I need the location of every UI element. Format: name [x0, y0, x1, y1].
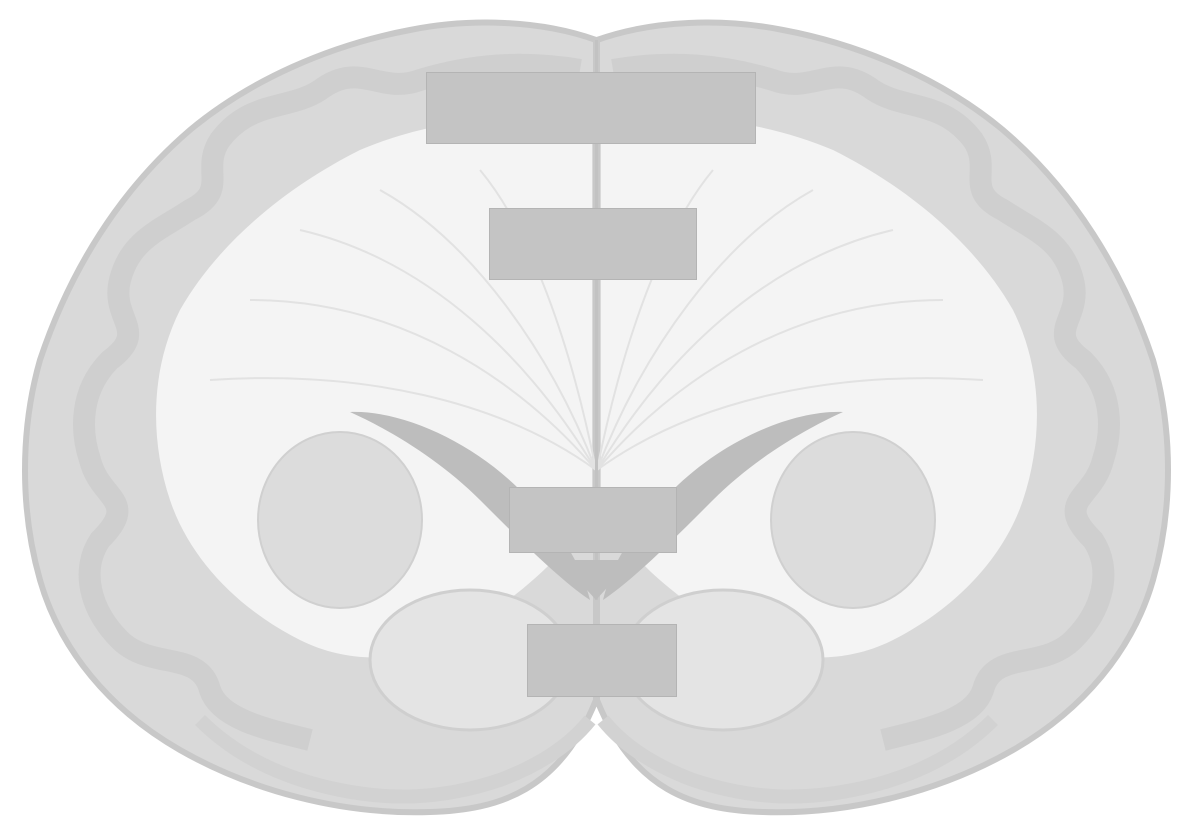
- label-box-top: [426, 72, 756, 144]
- right-putamen: [771, 432, 935, 608]
- label-box-lower-middle: [509, 487, 677, 553]
- label-box-upper-middle: [489, 208, 697, 280]
- label-box-bottom: [527, 624, 677, 697]
- left-putamen: [258, 432, 422, 608]
